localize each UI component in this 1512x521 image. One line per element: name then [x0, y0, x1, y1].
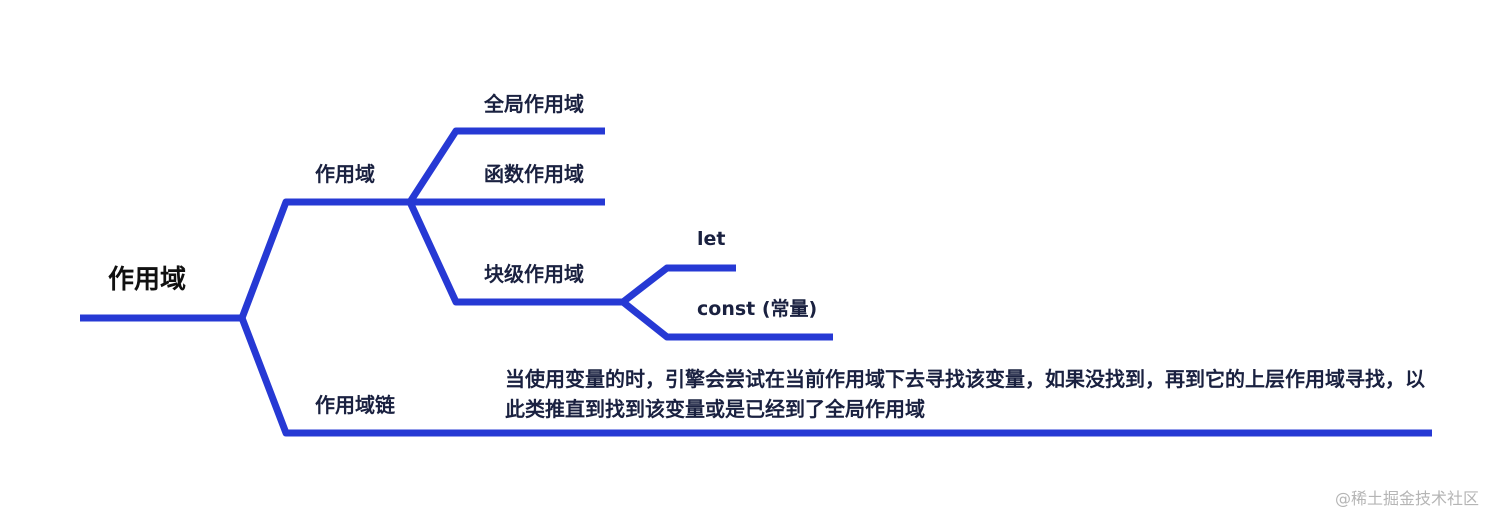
connector-block-to-let	[620, 264, 736, 305]
block-scope-node-label: 块级作用域	[484, 262, 584, 286]
global-scope-node-label: 全局作用域	[484, 92, 584, 116]
const-node-label: const (常量)	[697, 298, 818, 320]
connector-scope-to-global	[407, 127, 605, 204]
scope-chain-node-label: 作用域链	[315, 393, 395, 417]
connector-root-to-chain	[238, 316, 1432, 437]
connector-scope-to-block	[406, 200, 623, 306]
watermark: @稀土掘金技术社区	[1335, 489, 1480, 508]
connector-root-to-scope	[238, 198, 410, 320]
root-node-label: 作用域	[108, 265, 187, 295]
scope-chain-description: 当使用变量的时，引擎会尝试在当前作用域下去寻找该变量，如果没找到，再到它的上层作…	[505, 367, 1425, 421]
function-scope-node-label: 函数作用域	[484, 162, 584, 186]
let-node-label: let	[697, 228, 726, 250]
scope-node-label: 作用域	[315, 162, 375, 186]
connector-block-to-const	[620, 299, 833, 341]
